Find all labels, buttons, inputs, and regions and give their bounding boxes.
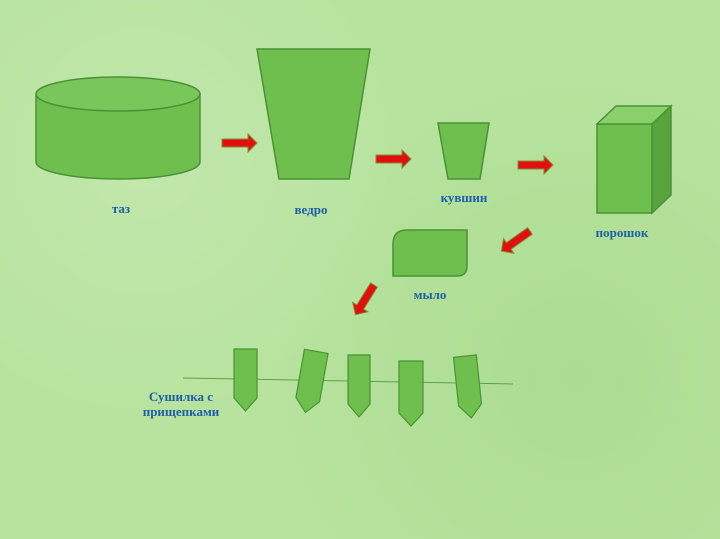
arrow-soap-to-dryer <box>351 282 379 316</box>
arrow-bucket-to-jug <box>375 148 412 170</box>
label-jug: кувшин <box>440 190 488 205</box>
clothespin-1 <box>233 348 258 412</box>
clothespin-4 <box>398 360 424 427</box>
label-dryer: Сушилка с прищепками <box>143 389 220 419</box>
label-basin: таз <box>111 201 131 216</box>
clothespins-group <box>233 348 483 427</box>
basin-shape <box>35 76 201 180</box>
jug-shape <box>437 122 490 180</box>
clothespin-3 <box>347 354 371 418</box>
powder-box-shape <box>595 104 673 215</box>
arrows-group <box>221 132 554 316</box>
label-dryer-line1: Сушилка с <box>148 389 214 404</box>
clothespin-5 <box>452 354 483 419</box>
arrow-powder-to-soap <box>500 227 533 254</box>
arrow-basin-to-bucket <box>221 132 258 154</box>
label-powder: порошок <box>595 225 649 240</box>
label-soap: мыло <box>413 287 447 302</box>
clothespin-2 <box>295 348 329 414</box>
arrow-jug-to-powder <box>517 154 554 176</box>
label-dryer-line2: прищепками <box>142 404 220 419</box>
soap-shape <box>392 229 468 277</box>
label-bucket: ведро <box>294 202 328 217</box>
bucket-shape <box>256 48 371 180</box>
